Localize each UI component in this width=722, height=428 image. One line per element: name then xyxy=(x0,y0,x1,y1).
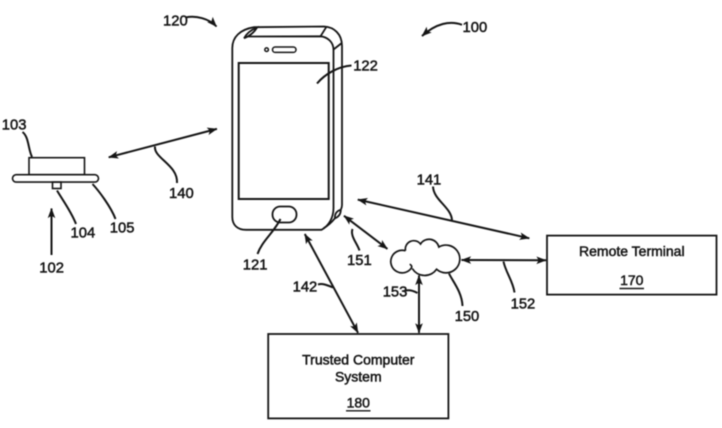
svg-text:180: 180 xyxy=(347,394,371,410)
svg-text:151: 151 xyxy=(347,253,372,269)
svg-text:Remote Terminal: Remote Terminal xyxy=(579,243,685,259)
svg-text:Trusted Computer: Trusted Computer xyxy=(302,351,415,367)
svg-text:104: 104 xyxy=(71,225,96,241)
svg-text:120: 120 xyxy=(163,14,188,30)
svg-text:100: 100 xyxy=(463,20,488,36)
svg-text:140: 140 xyxy=(169,186,194,202)
svg-text:152: 152 xyxy=(511,297,536,313)
svg-text:121: 121 xyxy=(243,257,268,273)
svg-text:153: 153 xyxy=(383,285,408,301)
svg-text:System: System xyxy=(335,368,382,384)
svg-text:122: 122 xyxy=(353,59,378,75)
svg-text:105: 105 xyxy=(110,220,135,236)
svg-text:103: 103 xyxy=(2,118,27,134)
svg-text:170: 170 xyxy=(620,272,644,288)
svg-text:102: 102 xyxy=(39,261,64,277)
svg-text:150: 150 xyxy=(455,309,480,325)
svg-text:142: 142 xyxy=(293,280,318,296)
svg-text:141: 141 xyxy=(417,173,442,189)
